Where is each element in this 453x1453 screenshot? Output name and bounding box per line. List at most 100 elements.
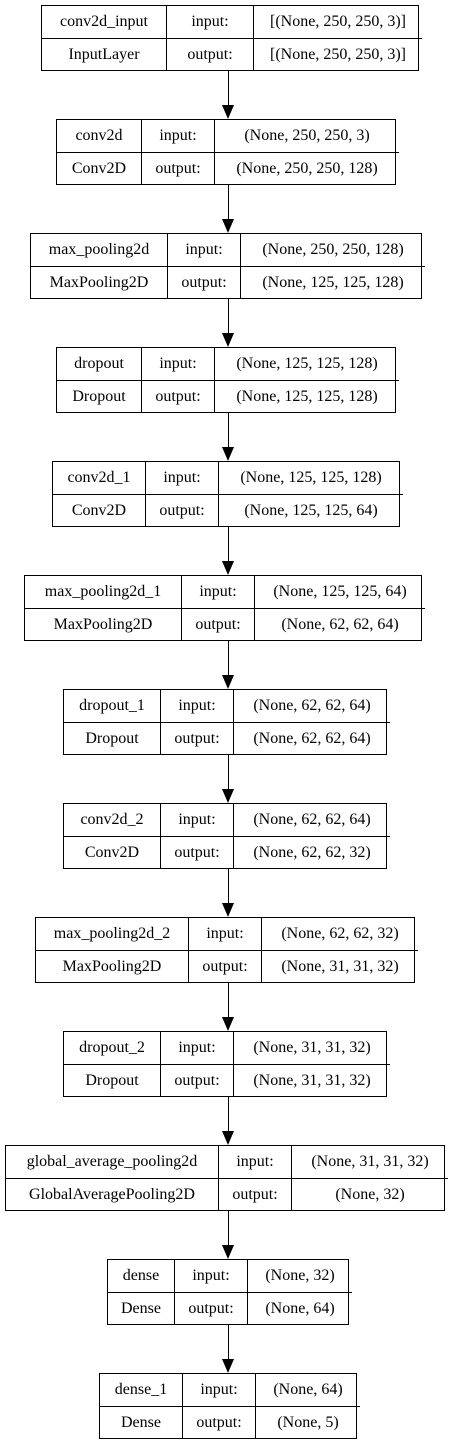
input-shape: (None, 62, 62, 64) (233, 804, 390, 836)
output-shape: (None, 62, 62, 32) (233, 837, 390, 868)
input-shape: (None, 32) (247, 1260, 352, 1292)
input-label: input: (182, 1374, 255, 1406)
input-label: input: (160, 1032, 233, 1064)
layer-node-conv2d-2: conv2d_2 input:(None, 62, 62, 64) Conv2D ou… (63, 803, 390, 869)
layer-name: conv2d (75, 127, 123, 144)
edge-line (228, 755, 229, 789)
input-shape: (None, 250, 250, 128) (240, 234, 425, 266)
arrowhead-icon (222, 447, 234, 461)
layer-name: global_average_pooling2d (26, 1153, 198, 1170)
output-shape: (None, 32) (291, 1179, 448, 1210)
layer-name: dropout_2 (79, 1039, 145, 1056)
edge-line (228, 983, 229, 1017)
layer-row-output: GlobalAveragePooling2D output:(None, 32) (6, 1178, 448, 1210)
layer-row-output: InputLayer output:[(None, 250, 250, 3)] (42, 38, 422, 70)
output-label: output: (141, 153, 214, 184)
input-label: input: (141, 120, 214, 152)
input-shape: (None, 31, 31, 32) (233, 1032, 390, 1064)
layer-name: max_pooling2d_2 (53, 925, 171, 942)
layer-name: conv2d_1 (67, 469, 131, 486)
arrowhead-icon (222, 1017, 234, 1031)
output-shape: (None, 125, 125, 64) (218, 495, 403, 526)
layer-type: MaxPooling2D (62, 957, 162, 975)
output-label: output: (160, 1065, 233, 1096)
layer-row-input: dense_1 input:(None, 64) (100, 1374, 360, 1406)
output-label: output: (218, 1179, 291, 1210)
layer-name: max_pooling2d_1 (44, 583, 162, 600)
output-label: output: (188, 951, 261, 982)
arrowhead-icon (222, 1359, 234, 1373)
arrowhead-icon (222, 219, 234, 233)
layer-row-output: MaxPooling2D output:(None, 31, 31, 32) (36, 950, 418, 982)
input-shape: (None, 125, 125, 128) (214, 348, 399, 380)
output-shape: (None, 31, 31, 32) (233, 1065, 390, 1096)
input-label: input: (174, 1260, 247, 1292)
input-shape: (None, 64) (255, 1374, 360, 1406)
edge-line (228, 527, 229, 561)
layer-row-input: max_pooling2d_1 input:(None, 125, 125, 64… (25, 576, 425, 608)
output-shape: (None, 64) (247, 1293, 352, 1324)
arrowhead-icon (222, 675, 234, 689)
output-label: output: (182, 1407, 255, 1438)
layer-node-dropout-1: dropout_1 input:(None, 62, 62, 64)Dropout… (63, 689, 390, 755)
input-shape: (None, 125, 125, 64) (254, 576, 425, 608)
input-label: input: (141, 348, 214, 380)
input-label: input: (160, 690, 233, 722)
output-label: output: (160, 837, 233, 868)
input-label: input: (167, 234, 240, 266)
layer-type: Dropout (85, 1071, 139, 1089)
edge-line (228, 71, 229, 105)
layer-name: dropout_1 (79, 697, 145, 714)
output-label: output: (167, 267, 240, 298)
output-shape: (None, 62, 62, 64) (254, 609, 425, 640)
layer-row-input: max_pooling2d_2 input:(None, 62, 62, 32) (36, 918, 418, 950)
edge-line (228, 185, 229, 219)
arrowhead-icon (222, 903, 234, 917)
layer-type: Conv2D (71, 159, 127, 177)
edge-line (228, 299, 229, 333)
layer-row-input: conv2d_2 input:(None, 62, 62, 64) (64, 804, 390, 836)
input-label: input: (188, 918, 261, 950)
output-label: output: (160, 723, 233, 754)
output-label: output: (166, 39, 253, 70)
edge-line (228, 413, 229, 447)
edge-line (228, 869, 229, 903)
input-label: input: (160, 804, 233, 836)
output-label: output: (181, 609, 254, 640)
layer-row-input: dropout input:(None, 125, 125, 128) (57, 348, 399, 380)
output-shape: (None, 31, 31, 32) (261, 951, 418, 982)
layer-name: conv2d_2 (80, 811, 144, 828)
arrowhead-icon (222, 561, 234, 575)
layer-type: GlobalAveragePooling2D (29, 1185, 195, 1203)
output-shape: [(None, 250, 250, 3)] (253, 39, 422, 70)
layer-row-output: Conv2D output:(None, 62, 62, 32) (64, 836, 390, 868)
layer-node-dropout-2: dropout_2 input:(None, 31, 31, 32) Dropout… (63, 1031, 390, 1097)
layer-type: Conv2D (84, 843, 140, 861)
input-label: input: (181, 576, 254, 608)
output-shape: (None, 125, 125, 128) (240, 267, 425, 298)
output-shape: (None, 62, 62, 64) (233, 723, 390, 754)
layer-name: dropout (74, 355, 124, 372)
arrowhead-icon (222, 1131, 234, 1145)
layer-name: dense_1 (114, 1381, 168, 1398)
input-shape: (None, 62, 62, 32) (261, 918, 418, 950)
output-label: output: (145, 495, 218, 526)
layer-type: InputLayer (68, 45, 140, 63)
layer-type: Dense (121, 1413, 161, 1431)
arrowhead-icon (222, 1245, 234, 1259)
layer-row-input: dropout_2 input:(None, 31, 31, 32) (64, 1032, 390, 1064)
